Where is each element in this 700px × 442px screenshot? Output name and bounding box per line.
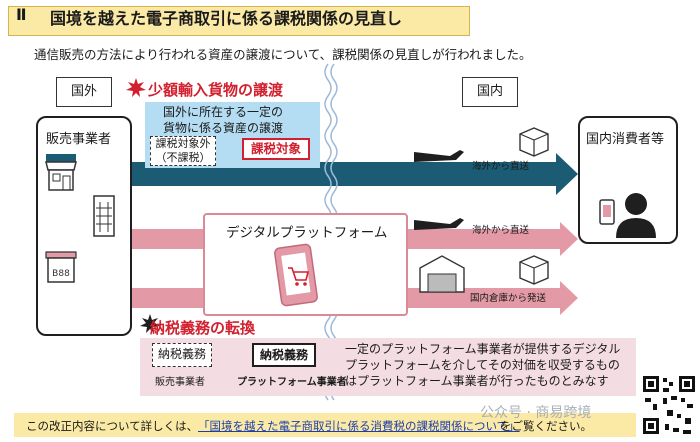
region-domestic: 国内 bbox=[462, 77, 518, 107]
region-abroad: 国外 bbox=[56, 77, 112, 107]
digital-platform-label: デジタルプラットフォーム bbox=[226, 225, 388, 241]
tax-duty-to-box: 納税義務 bbox=[252, 343, 316, 367]
tax-duty-heading: 納税義務の転換 bbox=[150, 319, 256, 337]
seller-panel bbox=[36, 116, 132, 336]
subtitle: 通信販売の方法により行われる資産の譲渡について、課税関係の見直しが行われました。 bbox=[34, 47, 532, 62]
tax-duty-panel bbox=[140, 338, 636, 396]
small-import-description: 国外に所在する一定の 貨物に係る資産の譲渡 bbox=[163, 105, 284, 135]
consumer-person-icon bbox=[616, 193, 656, 238]
tax-duty-to-label: プラットフォーム事業者 bbox=[237, 377, 347, 388]
phone-icon bbox=[599, 199, 615, 225]
small-import-heading: 少額輸入貨物の譲渡 bbox=[148, 81, 284, 99]
page-title: 国境を越えた電子商取引に係る課税関係の見直し bbox=[50, 9, 403, 28]
qr-code-icon bbox=[640, 368, 698, 440]
consumer-panel bbox=[578, 116, 678, 244]
phone-cart-icon bbox=[274, 243, 318, 307]
airplane-icon bbox=[414, 218, 464, 230]
non-taxable-box: 課税対象外 （不課税） bbox=[150, 136, 216, 166]
route-warehouse: 国内倉庫から発送 bbox=[470, 293, 547, 304]
store-icon: B88 bbox=[45, 251, 77, 283]
watermark: 公众号 · 商易跨境 bbox=[480, 405, 592, 421]
shop-icon bbox=[45, 154, 77, 191]
title-bar bbox=[8, 6, 470, 36]
building-icon bbox=[93, 195, 115, 237]
airplane-icon bbox=[414, 150, 464, 162]
burst-icon bbox=[126, 78, 146, 97]
footer-suffix: をご覧ください。 bbox=[500, 419, 592, 433]
route-direct-top: 海外から直送 bbox=[472, 161, 530, 172]
route-direct-middle: 海外から直送 bbox=[472, 225, 530, 236]
footer-prefix: この改正内容について詳しくは、 bbox=[26, 419, 199, 433]
section-number: Ⅱ bbox=[16, 5, 27, 24]
seller-label: 販売事業者 bbox=[46, 132, 112, 147]
footer-bar bbox=[14, 413, 636, 437]
warehouse-icon bbox=[419, 255, 465, 293]
package-icon bbox=[519, 255, 549, 285]
footer-link[interactable]: 「国境を越えた電子商取引に係る消費税の課税関係について」 bbox=[198, 419, 520, 433]
tax-duty-from-label: 販売事業者 bbox=[155, 377, 205, 388]
taxable-box: 課税対象 bbox=[242, 138, 310, 160]
tax-duty-description: 一定のプラットフォーム事業者が提供するデジタル プラットフォームを介してその対価… bbox=[345, 342, 621, 388]
tax-duty-from-box: 納税義務 bbox=[152, 343, 212, 367]
package-icon bbox=[519, 127, 549, 157]
burst-icon bbox=[140, 314, 160, 333]
svg-text:B88: B88 bbox=[52, 269, 70, 279]
consumer-label: 国内消費者等 bbox=[586, 132, 665, 147]
